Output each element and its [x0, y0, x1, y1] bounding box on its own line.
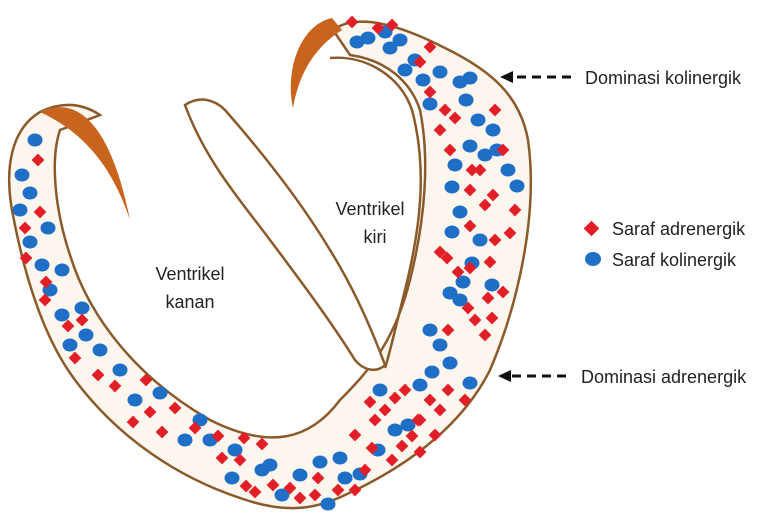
annotation-top-arrowhead [500, 71, 513, 83]
cholinergic-nerve-dot [471, 114, 486, 127]
cholinergic-nerve-dot [463, 140, 478, 153]
cholinergic-nerve-dot [41, 222, 56, 235]
cholinergic-nerve-dot [510, 180, 525, 193]
cholinergic-nerve-dot [448, 159, 463, 172]
cholinergic-nerve-dot [433, 66, 448, 79]
cholinergic-nerve-dot [55, 264, 70, 277]
legend-cholinergic-label: Saraf kolinergik [612, 250, 737, 270]
cholinergic-nerve-dot [413, 379, 428, 392]
cholinergic-nerve-dot [425, 366, 440, 379]
cholinergic-nerve-dot [416, 74, 431, 87]
cholinergic-nerve-dot [178, 434, 193, 447]
cholinergic-nerve-dot [463, 377, 478, 390]
legend-cholinergic-dot-icon [585, 252, 601, 266]
left-ventricle-label-line2: kiri [364, 227, 387, 247]
cholinergic-nerve-dot [313, 456, 328, 469]
cholinergic-nerve-dot [293, 469, 308, 482]
cholinergic-nerve-dot [63, 339, 78, 352]
cholinergic-nerve-dot [128, 394, 143, 407]
cholinergic-nerve-dot [388, 424, 403, 437]
cholinergic-nerve-dot [28, 134, 43, 147]
cholinergic-nerve-dot [423, 324, 438, 337]
annotation-bottom: Dominasi adrenergik [498, 367, 747, 387]
cholinergic-nerve-dot [459, 94, 474, 107]
left-ventricle-label-line1: Ventrikel [335, 199, 404, 219]
cholinergic-nerve-dot [383, 42, 398, 55]
cholinergic-nerve-dot [321, 498, 336, 511]
cholinergic-nerve-dot [485, 279, 500, 292]
cholinergic-nerve-dot [350, 36, 365, 49]
cholinergic-nerve-dot [453, 206, 468, 219]
cholinergic-nerve-dot [423, 98, 438, 111]
cholinergic-nerve-dot [445, 181, 460, 194]
cholinergic-nerve-dot [225, 472, 240, 485]
heart-outer-wall [9, 22, 531, 508]
cholinergic-nerve-dot [113, 364, 128, 377]
cholinergic-nerve-dot [433, 339, 448, 352]
legend: Saraf adrenergik Saraf kolinergik [584, 219, 746, 270]
cholinergic-nerve-dot [15, 169, 30, 182]
cholinergic-nerve-dot [75, 302, 90, 315]
annotation-bottom-arrowhead [498, 370, 511, 382]
cholinergic-nerve-dot [23, 236, 38, 249]
cholinergic-nerve-dot [338, 472, 353, 485]
cholinergic-nerve-dot [373, 384, 388, 397]
cholinergic-nerve-dot [23, 187, 38, 200]
cholinergic-nerve-dot [445, 226, 460, 239]
cholinergic-nerve-dot [443, 357, 458, 370]
cholinergic-nerve-dot [13, 204, 28, 217]
annotation-top: Dominasi kolinergik [500, 68, 742, 88]
legend-adrenergic-diamond-icon [584, 221, 600, 237]
right-ventricle-label-line2: kanan [165, 292, 214, 312]
cholinergic-nerve-dot [473, 234, 488, 247]
cholinergic-nerve-dot [35, 259, 50, 272]
cholinergic-nerve-dot [443, 287, 458, 300]
heart-wall [9, 22, 531, 508]
legend-adrenergic-label: Saraf adrenergik [612, 219, 746, 239]
right-ventricle-label-line1: Ventrikel [155, 264, 224, 284]
cholinergic-nerve-dot [55, 309, 70, 322]
annotation-bottom-text: Dominasi adrenergik [581, 367, 747, 387]
left-valve-leaflet [291, 18, 342, 108]
cholinergic-nerve-dot [486, 124, 501, 137]
cholinergic-nerve-dot [333, 452, 348, 465]
cholinergic-nerve-dot [398, 64, 413, 77]
septum-outline [185, 100, 385, 370]
cholinergic-nerve-dot [93, 344, 108, 357]
cholinergic-nerve-dot [79, 329, 94, 342]
annotation-top-text: Dominasi kolinergik [585, 68, 742, 88]
cholinergic-nerve-dot [501, 164, 516, 177]
cholinergic-nerve-dot [263, 459, 278, 472]
cholinergic-nerve-dot [463, 72, 478, 85]
cholinergic-nerve-dot [153, 387, 168, 400]
